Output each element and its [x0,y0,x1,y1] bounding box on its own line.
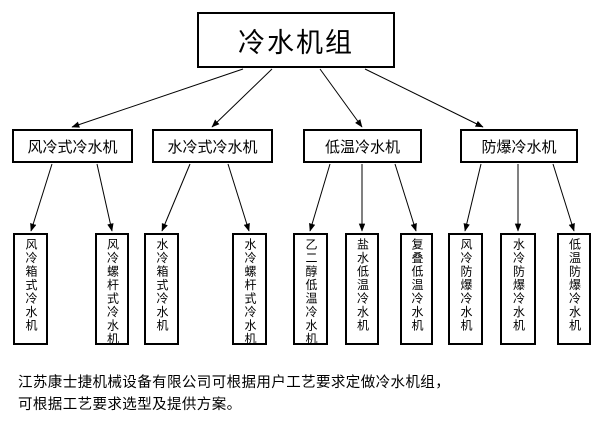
edge-root-to-air-cooled [71,68,244,128]
node-brine-low-temp[interactable]: 盐水低温冷水机 [345,233,379,345]
edge-low-temp-to-glycol-low-temp [309,163,331,232]
node-low-temp-explosion-proof[interactable]: 低温防爆冷水机 [557,233,591,345]
footer-note: 江苏康士捷机械设备有限公司可根据用户工艺要求定做冷水机组， 可根据工艺要求选型及… [18,372,584,417]
edge-root-to-water-cooled [211,68,273,128]
node-water-screw-type-label: 水冷螺杆式冷水机 [243,238,257,345]
edge-root-to-low-temp [319,68,363,128]
edge-water-cooled-to-water-screw-type [227,163,250,232]
node-air-box-type[interactable]: 风冷箱式冷水机 [13,233,48,345]
node-glycol-low-temp[interactable]: 乙二醇低温冷水机 [293,233,328,345]
node-air-screw-type-label: 风冷螺杆式冷水机 [105,238,120,345]
footer-line-2: 可根据工艺要求选型及提供方案。 [18,397,242,414]
node-cascade-low-temp[interactable]: 复叠低温冷水机 [400,233,433,345]
node-water-explosion-proof[interactable]: 水冷防爆冷水机 [500,233,536,345]
node-explosion-proof-label: 防爆冷水机 [481,137,557,156]
edges-root-to-level2 [71,68,484,128]
edges-level2-to-level3 [30,163,575,232]
node-glycol-low-temp-label: 乙二醇低温冷水机 [304,238,318,345]
node-brine-low-temp-label: 盐水低温冷水机 [355,238,370,333]
edge-air-cooled-to-air-screw-type [96,163,114,232]
node-low-temp-explosion-proof-label: 低温防爆冷水机 [567,238,582,333]
node-air-cooled-label: 风冷式冷水机 [27,137,118,156]
node-cascade-low-temp-label: 复叠低温冷水机 [410,238,424,333]
footer-line-1: 江苏康士捷机械设备有限公司可根据用户工艺要求定做冷水机组， [18,375,451,391]
node-air-cooled[interactable]: 风冷式冷水机 [12,129,133,163]
edge-root-to-explosion-proof [364,68,484,128]
node-water-cooled-label: 水冷式冷水机 [167,137,258,156]
node-root-chiller-unit[interactable]: 冷水机组 [197,12,395,68]
edge-water-cooled-to-water-box-type [161,163,191,232]
edge-low-temp-to-cascade-low-temp [394,163,417,232]
node-air-box-type-label: 风冷箱式冷水机 [24,238,38,333]
node-water-box-type-label: 水冷箱式冷水机 [155,238,169,333]
edge-air-cooled-to-air-box-type [30,163,53,232]
node-root-label: 冷水机组 [238,27,354,59]
node-water-box-type[interactable]: 水冷箱式冷水机 [144,233,179,345]
node-air-screw-type[interactable]: 风冷螺杆式冷水机 [95,233,129,345]
node-water-cooled[interactable]: 水冷式冷水机 [152,129,273,163]
node-air-explosion-proof[interactable]: 风冷防爆冷水机 [448,233,483,345]
node-air-explosion-proof-label: 风冷防爆冷水机 [459,238,473,333]
node-water-screw-type[interactable]: 水冷螺杆式冷水机 [232,233,267,345]
node-low-temp-label: 低温冷水机 [324,137,400,156]
node-low-temp[interactable]: 低温冷水机 [303,129,422,163]
node-water-explosion-proof-label: 水冷防爆冷水机 [511,238,526,333]
edge-explosion-proof-to-low-temp-explosion-proof [552,163,575,232]
edge-explosion-proof-to-air-explosion-proof [463,163,482,232]
node-explosion-proof[interactable]: 防爆冷水机 [460,129,578,163]
